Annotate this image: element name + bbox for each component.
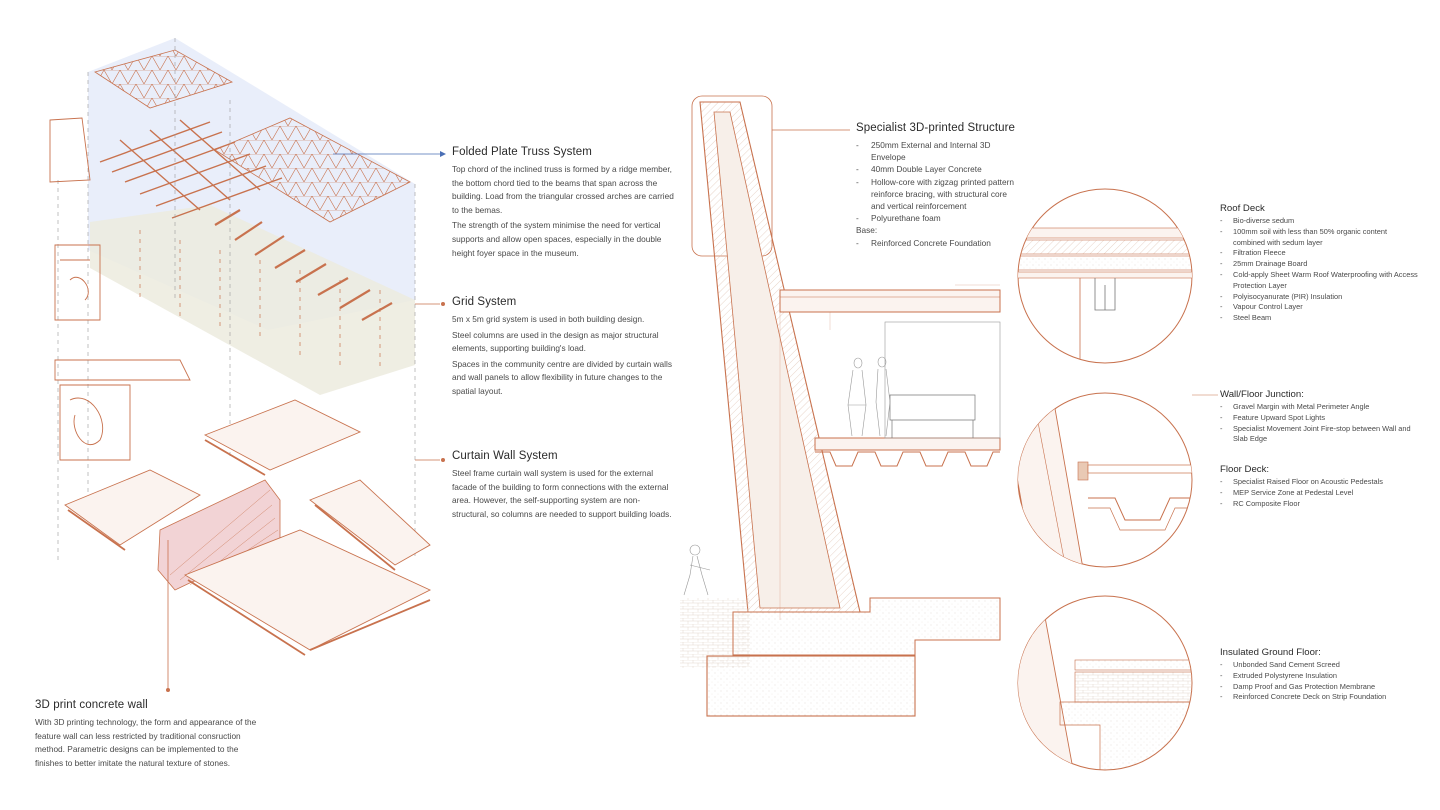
- specialist-structure-text: Specialist 3D-printed Structure 250mm Ex…: [856, 122, 1018, 249]
- building-section: [680, 95, 1001, 717]
- roof-deck-item: Steel Beam: [1220, 313, 1420, 324]
- grid-system-text: Grid System 5m x 5m grid system is used …: [452, 296, 674, 401]
- inclined-trusses: [214, 209, 393, 321]
- folded-truss-arrowhead: [440, 151, 446, 157]
- floor-deck-item: RC Composite Floor: [1220, 499, 1420, 510]
- print-wall-pointer-dot: [166, 688, 170, 692]
- roof-deck-item: Cold-apply Sheet Warm Roof Waterproofing…: [1220, 270, 1420, 292]
- ground-floor-text: Insulated Ground Floor: Unbonded Sand Ce…: [1220, 647, 1420, 703]
- bench: [889, 394, 976, 438]
- floor-deck-item: Specialist Raised Floor on Acoustic Pede…: [1220, 477, 1420, 488]
- floor-deck-title: Floor Deck:: [1220, 464, 1270, 475]
- floor-deck-list: Specialist Raised Floor on Acoustic Pede…: [1220, 477, 1420, 509]
- detail-ground-circle: [1017, 595, 1193, 771]
- junction-item: Specialist Movement Joint Fire-stop betw…: [1220, 424, 1420, 446]
- ground-floor-item: Damp Proof and Gas Protection Membrane: [1220, 682, 1420, 693]
- ground-floor-item: Extruded Polystyrene Insulation: [1220, 671, 1420, 682]
- ground-slab: [732, 597, 1001, 656]
- curtain-wall-text: Curtain Wall System Steel frame curtain …: [452, 450, 674, 523]
- base-label: Base:: [856, 225, 878, 236]
- junction-title: Wall/Floor Junction:: [1220, 389, 1304, 400]
- roof-deck-list: Bio-diverse sedum 100mm soil with less t…: [1220, 216, 1420, 324]
- structure-item: Hollow-core with zigzag printed pattern …: [856, 176, 1018, 213]
- glazing: [884, 321, 1001, 439]
- base-item: Reinforced Concrete Foundation: [856, 237, 1018, 249]
- junction-item: Gravel Margin with Metal Perimeter Angle: [1220, 402, 1420, 413]
- foundation-footing: [706, 655, 916, 717]
- roof-truss-plate-main: [214, 117, 411, 223]
- roof-deck-item: Bio-diverse sedum: [1220, 216, 1420, 227]
- junction-item: Feature Upward Spot Lights: [1220, 413, 1420, 424]
- roof-deck-item: 100mm soil with less than 50% organic co…: [1220, 227, 1420, 249]
- ground-floor-list: Unbonded Sand Cement Screed Extruded Pol…: [1220, 660, 1420, 703]
- junction-list: Gravel Margin with Metal Perimeter Angle…: [1220, 402, 1420, 445]
- inclined-3d-wall-core: [713, 111, 841, 609]
- ground-floor-item: Unbonded Sand Cement Screed: [1220, 660, 1420, 671]
- grid-system-paragraph-2: Steel columns are used in the design as …: [452, 329, 659, 354]
- roof-deck-item: Vapour Control Layer: [1220, 302, 1420, 313]
- folded-plate-truss-title: Folded Plate Truss System: [452, 146, 592, 158]
- roof-slab: [779, 289, 1001, 313]
- grid-pointer-dot: [441, 302, 445, 306]
- specialist-structure-list: 250mm External and Internal 3D Envelope …: [856, 139, 1018, 225]
- folded-plate-truss-paragraph-1: Top chord of the inclined truss is forme…: [452, 164, 674, 215]
- print-wall-text: 3D print concrete wall With 3D printing …: [35, 699, 263, 772]
- floor-corrugation: [815, 451, 1000, 467]
- junction-text: Wall/Floor Junction: Gravel Margin with …: [1220, 389, 1420, 445]
- structure-item: Polyurethane foam: [856, 212, 1018, 224]
- ground-floor-item: Reinforced Concrete Deck on Strip Founda…: [1220, 692, 1420, 703]
- specialist-structure-title: Specialist 3D-printed Structure: [856, 122, 1016, 134]
- grid-system-title: Grid System: [452, 296, 517, 308]
- base-list: Reinforced Concrete Foundation: [856, 237, 1018, 249]
- ground-floor-slabs: [64, 399, 432, 651]
- structure-item: 40mm Double Layer Concrete: [856, 163, 1018, 175]
- floor-deck: [814, 437, 1001, 451]
- floor-deck-item: MEP Service Zone at Pedestal Level: [1220, 488, 1420, 499]
- grid-system-paragraph-3: Spaces in the community centre are divid…: [452, 358, 672, 396]
- grid-system-paragraph-1: 5m x 5m grid system is used in both buil…: [452, 314, 645, 324]
- curtain-wall-panels: [67, 439, 431, 656]
- roof-deck-item: Polyisocyanurate (PIR) Insulation: [1220, 292, 1420, 303]
- detail-junction-circle: [1017, 392, 1193, 568]
- folded-plate-truss-text: Folded Plate Truss System Top chord of t…: [452, 146, 674, 262]
- print-wall-paragraph-1: With 3D printing technology, the form an…: [35, 717, 257, 768]
- folded-plate-truss-paragraph-2: The strength of the system minimise the …: [452, 220, 662, 258]
- curtain-wall-title: Curtain Wall System: [452, 450, 558, 462]
- ground-floor-title: Insulated Ground Floor:: [1220, 647, 1321, 658]
- figures: [683, 356, 891, 596]
- structure-item: 250mm External and Internal 3D Envelope: [856, 139, 1018, 163]
- roof-deck-item: Filtration Fleece: [1220, 248, 1420, 259]
- plan-fragments: [49, 117, 191, 461]
- detail-roof-circle: [1017, 188, 1193, 364]
- section-guide-lines: [779, 284, 1000, 620]
- curtain-wall-paragraph-1: Steel frame curtain wall system is used …: [452, 468, 672, 519]
- print-wall-title: 3D print concrete wall: [35, 699, 148, 711]
- roof-deck-item: 25mm Drainage Board: [1220, 259, 1420, 270]
- exploded-axonometric: [49, 38, 446, 692]
- grid-volume-tint: [90, 205, 415, 395]
- column-lines: [139, 230, 381, 370]
- roof-deck-title: Roof Deck: [1220, 203, 1265, 214]
- roof-truss-plate-upper: [94, 49, 233, 109]
- floor-deck-text: Floor Deck: Specialist Raised Floor on A…: [1220, 464, 1420, 509]
- roof-deck-text: Roof Deck Bio-diverse sedum 100mm soil w…: [1220, 203, 1420, 324]
- beam-grid: [99, 119, 283, 219]
- curtain-pointer-dot: [441, 458, 445, 462]
